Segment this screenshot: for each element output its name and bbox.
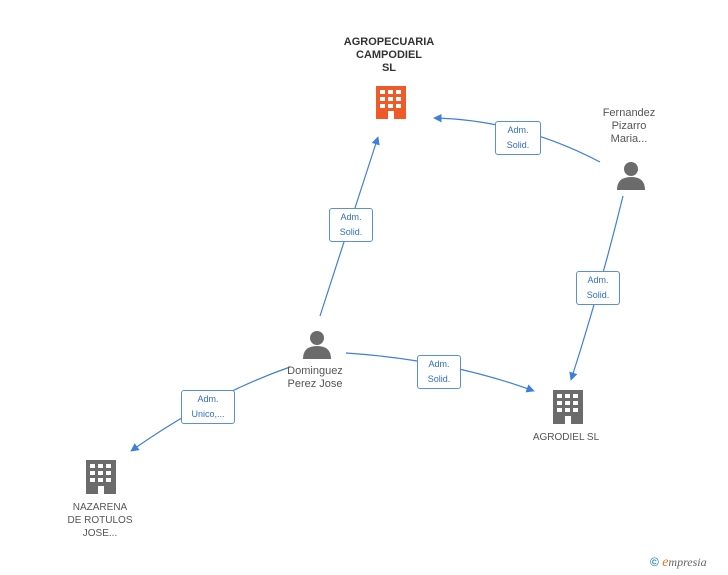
node-label-dominguez[interactable]: Dominguez Perez Jose (270, 365, 360, 391)
edge-label-fernandez-agrodiel: Adm. Solid. (576, 271, 620, 305)
node-label-agrodiel[interactable]: AGRODIEL SL (520, 431, 612, 444)
label-line: SL (381, 62, 397, 74)
label-line: JOSE... (82, 528, 118, 539)
building-icon (553, 390, 583, 424)
label-line: Maria... (610, 133, 648, 145)
edge-label-line: Adm. (428, 359, 450, 369)
brand-name: mpresia (668, 555, 707, 569)
label-line: Dominguez (287, 365, 343, 377)
label-line: Pizarro (611, 120, 647, 132)
node-label-fernandez[interactable]: Fernandez Pizarro Maria... (590, 107, 668, 146)
edge-label-line: Unico,... (191, 409, 225, 419)
edge-label-line: Adm. (197, 394, 219, 404)
brand-initial: e (662, 555, 669, 570)
edge-label-dominguez-agrodiel: Adm. Solid. (417, 355, 461, 389)
label-line: CAMPODIEL (356, 49, 422, 61)
building-icon (376, 86, 406, 119)
label-line: NAZARENA (72, 502, 128, 513)
edge-label-line: Adm. (507, 125, 529, 135)
label-line: AGRODIEL SL (532, 432, 600, 443)
edge-label-line: Solid. (339, 227, 363, 237)
edge-label-line: Solid. (427, 374, 451, 384)
edge-label-fernandez-agropecuaria: Adm. Solid. (495, 121, 541, 155)
edge-label-line: Solid. (506, 140, 530, 150)
edge-label-line: Adm. (587, 275, 609, 285)
edge-label-line: Adm. (340, 212, 362, 222)
copyright-icon: © (650, 555, 659, 569)
label-line: Perez Jose (287, 378, 343, 390)
node-label-agropecuaria[interactable]: AGROPECUARIA CAMPODIEL SL (330, 36, 448, 75)
building-icon (86, 460, 116, 494)
brand-footer: © empresia (650, 555, 707, 571)
label-line: AGROPECUARIA (343, 36, 435, 48)
node-label-nazarena[interactable]: NAZARENA DE ROTULOS JOSE... (52, 501, 148, 540)
label-line: Fernandez (602, 107, 656, 119)
person-icon (617, 162, 645, 190)
edge-label-line: Solid. (586, 290, 610, 300)
edge-label-dominguez-agropecuaria: Adm. Solid. (329, 208, 373, 242)
edge-label-dominguez-nazarena: Adm. Unico,... (181, 390, 235, 424)
label-line: DE ROTULOS (67, 515, 133, 526)
person-icon (303, 331, 331, 359)
